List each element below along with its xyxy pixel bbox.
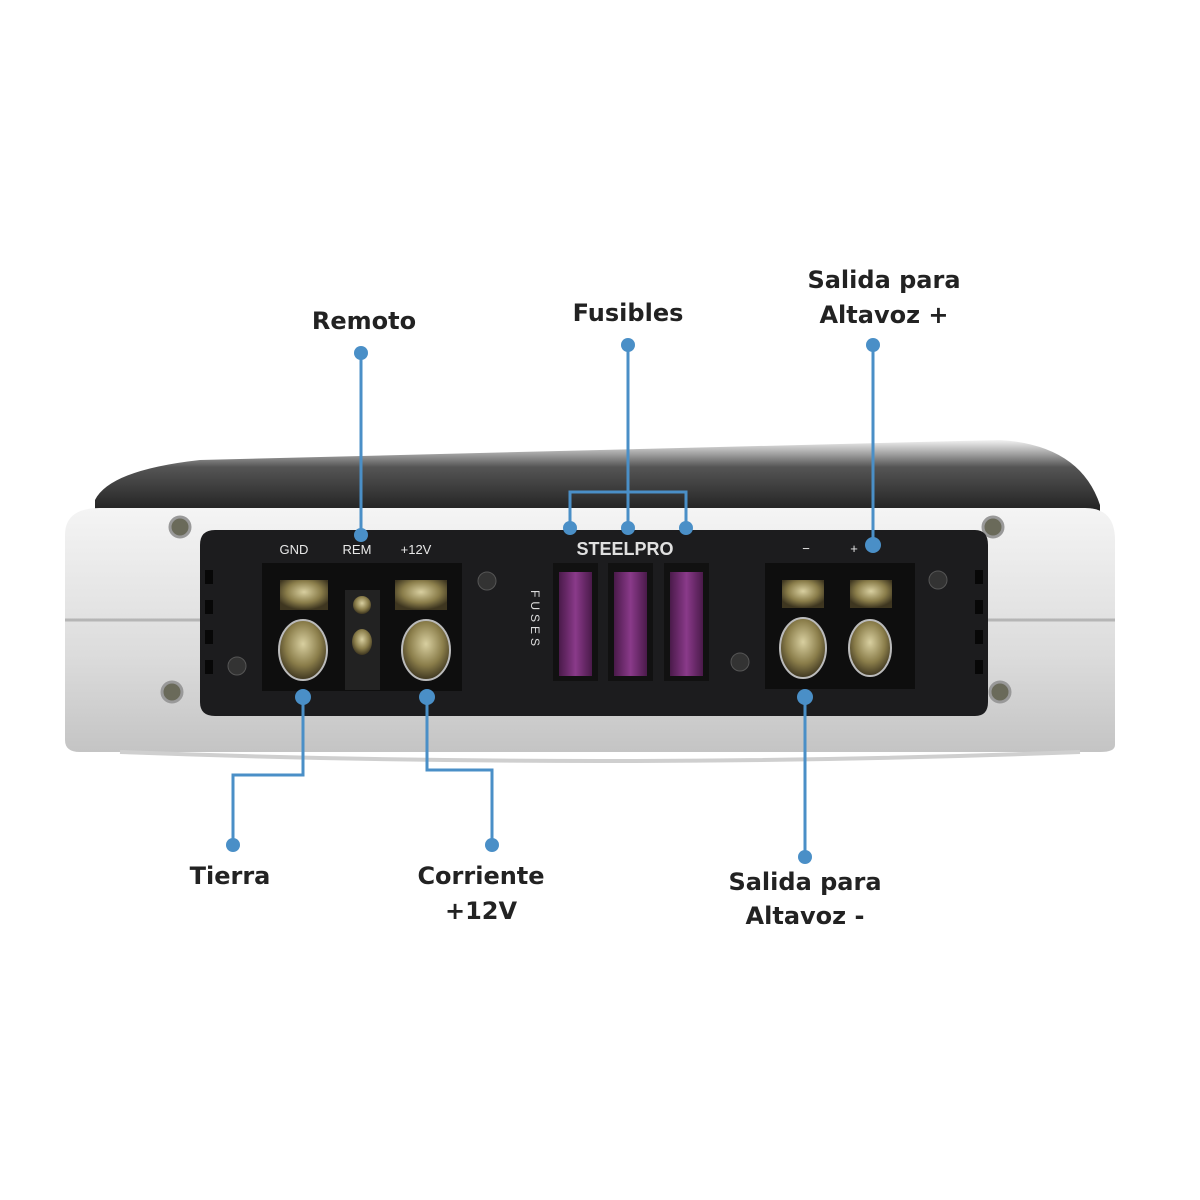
- callout-lines: [231, 345, 875, 857]
- remote-callout-label: Remoto: [312, 307, 416, 335]
- rem-label: REM: [343, 542, 372, 557]
- speaker-minus-callout-line2: Altavoz -: [746, 902, 865, 930]
- minus-label: −: [802, 541, 810, 556]
- callout-dots: [226, 338, 881, 864]
- brand-logo: STEELPRO: [576, 539, 673, 559]
- power-callout-line1: Corriente: [417, 862, 544, 890]
- speaker-plus-callout-line2: Altavoz +: [819, 301, 948, 329]
- plus-label: +: [850, 541, 858, 556]
- power-callout-line2: +12V: [445, 897, 518, 925]
- speaker-minus-callout-line1: Salida para: [728, 868, 881, 896]
- gnd-label: GND: [280, 542, 309, 557]
- fuses-callout-label: Fusibles: [573, 299, 684, 327]
- speaker-plus-callout-line1: Salida para: [807, 266, 960, 294]
- fuses-label: FUSES: [528, 590, 542, 650]
- speaker-terminal-block: [765, 563, 915, 689]
- 12v-label: +12V: [401, 542, 432, 557]
- ground-callout-label: Tierra: [190, 862, 271, 890]
- fuses: [553, 563, 709, 681]
- connection-panel: GND REM +12V STEELPRO FUSES − +: [200, 530, 988, 716]
- power-terminal-block: [262, 563, 462, 691]
